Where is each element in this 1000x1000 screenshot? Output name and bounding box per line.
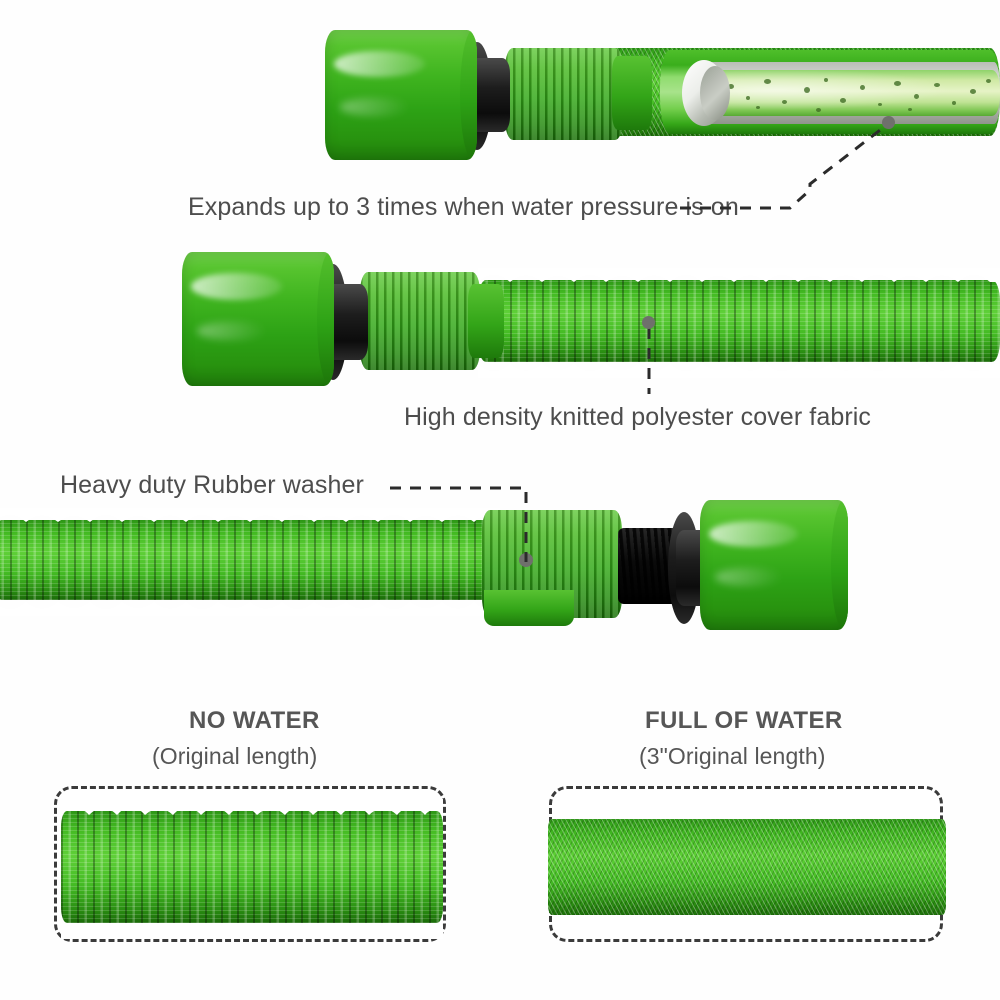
hose-fabric-contracted [478,280,1000,362]
callout-expands-text: Expands up to 3 times when water pressur… [188,193,739,221]
fabric-contracted-silhouette [478,268,1000,378]
comparison-right-sample-box [548,786,946,942]
connector-taper-3 [484,590,574,626]
callout-fabric-anchor-dot [642,316,655,329]
connector-end-cap-3 [700,500,848,630]
connector-ribbed-collar-1 [505,48,623,140]
connector-end-cap-2 [182,252,334,386]
sample-fabric-expanded [548,819,946,915]
callout-fabric-leader [647,328,651,394]
sample-fabric-contracted [61,811,443,923]
callout-washer-text: Heavy duty Rubber washer [60,471,364,499]
comparison-left-title: NO WATER [189,707,320,734]
cap-face-3 [831,500,848,630]
callout-fabric-text: High density knitted polyester cover fab… [404,403,872,431]
callout-expands-leader [680,122,889,210]
comparison-right-subtitle: (3"Original length) [639,743,826,769]
cap-face-2 [317,252,334,386]
comparison-left-sample-box [54,786,446,942]
tube-cutaway-lip-inner [700,66,730,120]
fabric-contracted-silhouette-2 [0,508,500,616]
tube-water-interior [712,70,1000,116]
connector-taper-2 [468,284,504,358]
comparison-left-subtitle: (Original length) [152,743,318,769]
comparison-right-title: FULL OF WATER [645,707,843,734]
sample-fabric-contracted-silhouette [61,799,443,939]
illustration-hose-contracted [0,240,1000,386]
connector-end-cap-1 [325,30,477,160]
illustration-hose-connector [0,490,1000,660]
connector-taper-1 [612,56,652,130]
callout-expands-anchor-dot [882,116,895,129]
connector-ribbed-collar-2 [360,272,480,370]
hose-fabric-contracted-2 [0,520,500,600]
cap-face-1 [460,30,477,160]
illustration-hose-expanded [0,0,1000,175]
callout-washer-leader [390,486,528,562]
